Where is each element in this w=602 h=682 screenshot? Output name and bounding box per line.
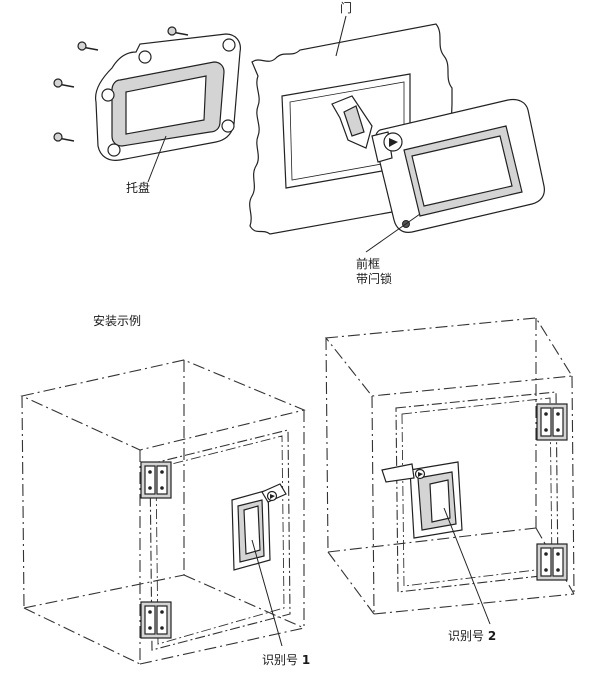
hinge (140, 601, 172, 639)
screw (53, 132, 75, 142)
latch-handle (381, 461, 463, 539)
example-1-label: 识别号 1 (262, 653, 310, 667)
screw (167, 26, 189, 36)
latch-handle (231, 483, 287, 571)
hinge (140, 461, 172, 499)
hinge (536, 403, 568, 441)
screw (77, 41, 99, 51)
section-title: 安装示例 (93, 313, 141, 328)
screws (53, 26, 189, 142)
example-2-label: 识别号 2 (448, 629, 496, 643)
screw (53, 78, 75, 88)
cabinet-example-2: 识别号 2 (324, 317, 575, 643)
latch-tongue (331, 95, 373, 149)
front-frame-label-line1: 前框 (356, 256, 380, 271)
cabinet-top-face (324, 317, 573, 397)
door-label: 门 (340, 0, 352, 15)
exploded-view: 门 托盘 前框 带闩锁 (53, 0, 545, 286)
tray-label: 托盘 (126, 180, 150, 195)
front-frame (371, 98, 545, 233)
top-leaders (147, 15, 421, 253)
hinge (536, 543, 568, 581)
tray (95, 33, 241, 161)
cabinet-example-1: 识别号 1 (20, 359, 310, 667)
front-frame-label-line2: 带闩锁 (356, 271, 392, 286)
